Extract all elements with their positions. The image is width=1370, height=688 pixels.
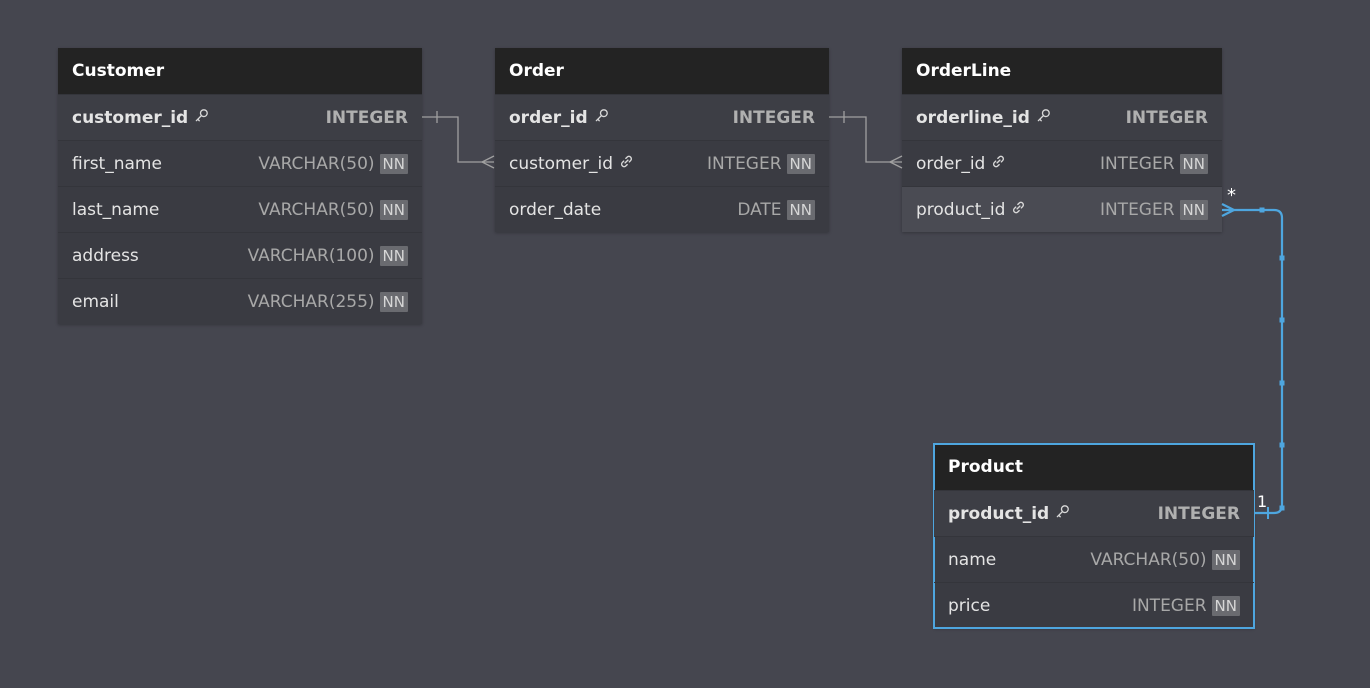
field-type: VARCHAR(50) bbox=[1090, 549, 1207, 570]
not-null-badge: NN bbox=[1179, 199, 1208, 220]
field-type: INTEGER bbox=[325, 107, 408, 128]
field-type: INTEGER bbox=[1131, 595, 1207, 616]
field-row-name[interactable]: name VARCHAR(50)NN bbox=[934, 536, 1254, 582]
field-row-customer-id[interactable]: customer_id INTEGER bbox=[58, 94, 422, 140]
field-row-product-id[interactable]: product_id INTEGER bbox=[934, 490, 1254, 536]
not-null-badge: NN bbox=[1179, 153, 1208, 174]
field-name: last_name bbox=[72, 199, 160, 220]
edge-handle[interactable] bbox=[1279, 380, 1285, 386]
field-row-email[interactable]: email VARCHAR(255)NN bbox=[58, 278, 422, 324]
field-type: INTEGER bbox=[1125, 107, 1208, 128]
key-icon bbox=[594, 108, 609, 127]
field-name: email bbox=[72, 291, 119, 312]
field-type: VARCHAR(100) bbox=[247, 245, 375, 266]
edge-handle[interactable] bbox=[1279, 442, 1285, 448]
field-name: product_id bbox=[948, 503, 1050, 524]
field-type: DATE bbox=[737, 199, 782, 220]
field-type: INTEGER bbox=[1099, 153, 1175, 174]
key-icon bbox=[1055, 504, 1070, 523]
field-type: INTEGER bbox=[706, 153, 782, 174]
table-title[interactable]: Order bbox=[495, 48, 829, 94]
field-type: INTEGER bbox=[732, 107, 815, 128]
key-icon bbox=[194, 108, 209, 127]
field-name: address bbox=[72, 245, 139, 266]
many-marker bbox=[480, 155, 495, 169]
field-name: order_date bbox=[509, 199, 602, 220]
field-type: VARCHAR(50) bbox=[258, 153, 375, 174]
field-type: VARCHAR(50) bbox=[258, 199, 375, 220]
edge-handle[interactable] bbox=[1279, 317, 1285, 323]
not-null-badge: NN bbox=[379, 153, 408, 174]
field-name: product_id bbox=[916, 199, 1006, 220]
key-icon bbox=[1036, 108, 1051, 127]
edge-handle[interactable] bbox=[1259, 207, 1265, 213]
relationship-product-orderline[interactable]: * 1 bbox=[1221, 185, 1285, 519]
many-marker bbox=[888, 155, 903, 169]
many-marker bbox=[1221, 203, 1237, 217]
not-null-badge: NN bbox=[379, 199, 408, 220]
link-icon bbox=[991, 154, 1006, 173]
field-name: name bbox=[948, 549, 997, 570]
field-type: INTEGER bbox=[1099, 199, 1175, 220]
not-null-badge: NN bbox=[1211, 595, 1240, 616]
field-row-orderline-id[interactable]: orderline_id INTEGER bbox=[902, 94, 1222, 140]
field-name: price bbox=[948, 595, 991, 616]
field-type: INTEGER bbox=[1157, 503, 1240, 524]
not-null-badge: NN bbox=[786, 153, 815, 174]
relationship-order-orderline[interactable] bbox=[829, 111, 903, 169]
field-row-first-name[interactable]: first_name VARCHAR(50)NN bbox=[58, 140, 422, 186]
link-icon bbox=[619, 154, 634, 173]
field-row-last-name[interactable]: last_name VARCHAR(50)NN bbox=[58, 186, 422, 232]
field-name: customer_id bbox=[509, 153, 614, 174]
field-name: first_name bbox=[72, 153, 162, 174]
not-null-badge: NN bbox=[786, 199, 815, 220]
not-null-badge: NN bbox=[1211, 549, 1240, 570]
table-title[interactable]: Customer bbox=[58, 48, 422, 94]
field-name: orderline_id bbox=[916, 107, 1030, 128]
field-row-address[interactable]: address VARCHAR(100)NN bbox=[58, 232, 422, 278]
field-row-order-id[interactable]: order_id INTEGER bbox=[495, 94, 829, 140]
relationship-customer-order[interactable] bbox=[422, 111, 495, 169]
edge-handle[interactable] bbox=[1279, 255, 1285, 261]
field-name: customer_id bbox=[72, 107, 189, 128]
field-type: VARCHAR(255) bbox=[247, 291, 375, 312]
one-cardinality-label: 1 bbox=[1257, 492, 1267, 511]
edge-handle[interactable] bbox=[1279, 505, 1285, 511]
many-cardinality-label: * bbox=[1227, 185, 1236, 206]
link-icon bbox=[1011, 200, 1026, 219]
field-name: order_id bbox=[509, 107, 588, 128]
not-null-badge: NN bbox=[379, 291, 408, 312]
table-title[interactable]: Product bbox=[934, 444, 1254, 490]
field-name: order_id bbox=[916, 153, 986, 174]
not-null-badge: NN bbox=[379, 245, 408, 266]
table-title[interactable]: OrderLine bbox=[902, 48, 1222, 94]
